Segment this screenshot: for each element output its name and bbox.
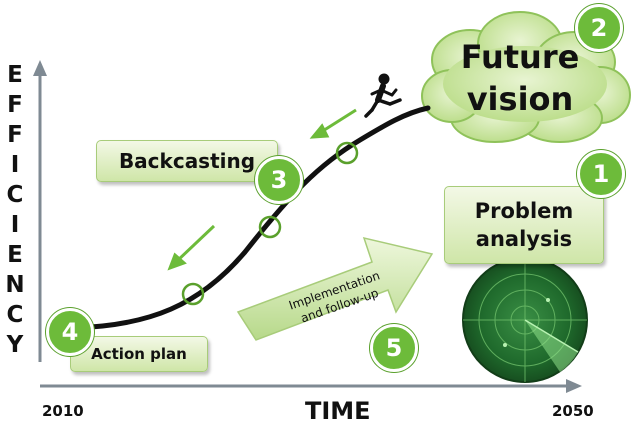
efficiency-curve xyxy=(69,105,431,331)
x-axis-label: TIME xyxy=(305,397,371,425)
y-axis-letter: E xyxy=(7,242,23,268)
problem-analysis-box: Problem analysis xyxy=(444,186,604,264)
y-axis-letter: C xyxy=(6,302,24,328)
y-axis-letter: E xyxy=(7,62,23,88)
y-axis-letter: Y xyxy=(6,332,24,358)
x-axis-start-year: 2010 xyxy=(42,402,84,420)
step-number-badge: 5 xyxy=(370,324,418,372)
backcasting-label: Backcasting xyxy=(118,149,256,173)
runner-icon xyxy=(364,73,402,118)
backcasting-box: Backcasting xyxy=(96,140,278,182)
problem-analysis-label: Problem xyxy=(474,199,574,223)
y-axis-letter: C xyxy=(6,182,24,208)
radar-icon xyxy=(462,257,588,383)
action-plan-box: Action plan xyxy=(70,336,208,372)
x-axis-end-year: 2050 xyxy=(552,402,594,420)
step-number-badge: 3 xyxy=(255,156,303,204)
y-axis-letter: I xyxy=(10,152,20,178)
y-axis-letter: N xyxy=(5,272,25,298)
y-axis xyxy=(33,60,47,362)
future-vision-label: Future xyxy=(460,38,580,76)
implementation-arrow xyxy=(236,236,434,341)
backward-arrow xyxy=(167,224,216,271)
step-number-badge: 4 xyxy=(46,308,94,356)
action-plan-label: Action plan xyxy=(91,345,187,363)
step-number-badge: 2 xyxy=(575,4,623,52)
future-vision-label: vision xyxy=(466,80,574,118)
y-axis-letter: F xyxy=(7,122,23,148)
curve-marker xyxy=(258,215,282,239)
y-axis-letter: F xyxy=(7,92,23,118)
backward-arrow xyxy=(309,108,357,139)
x-axis xyxy=(40,379,582,393)
problem-analysis-label: analysis xyxy=(475,227,573,251)
curve-marker xyxy=(181,282,205,306)
curve-marker xyxy=(335,141,359,165)
step-number-badge: 1 xyxy=(577,150,625,198)
y-axis-letter: I xyxy=(10,212,20,238)
